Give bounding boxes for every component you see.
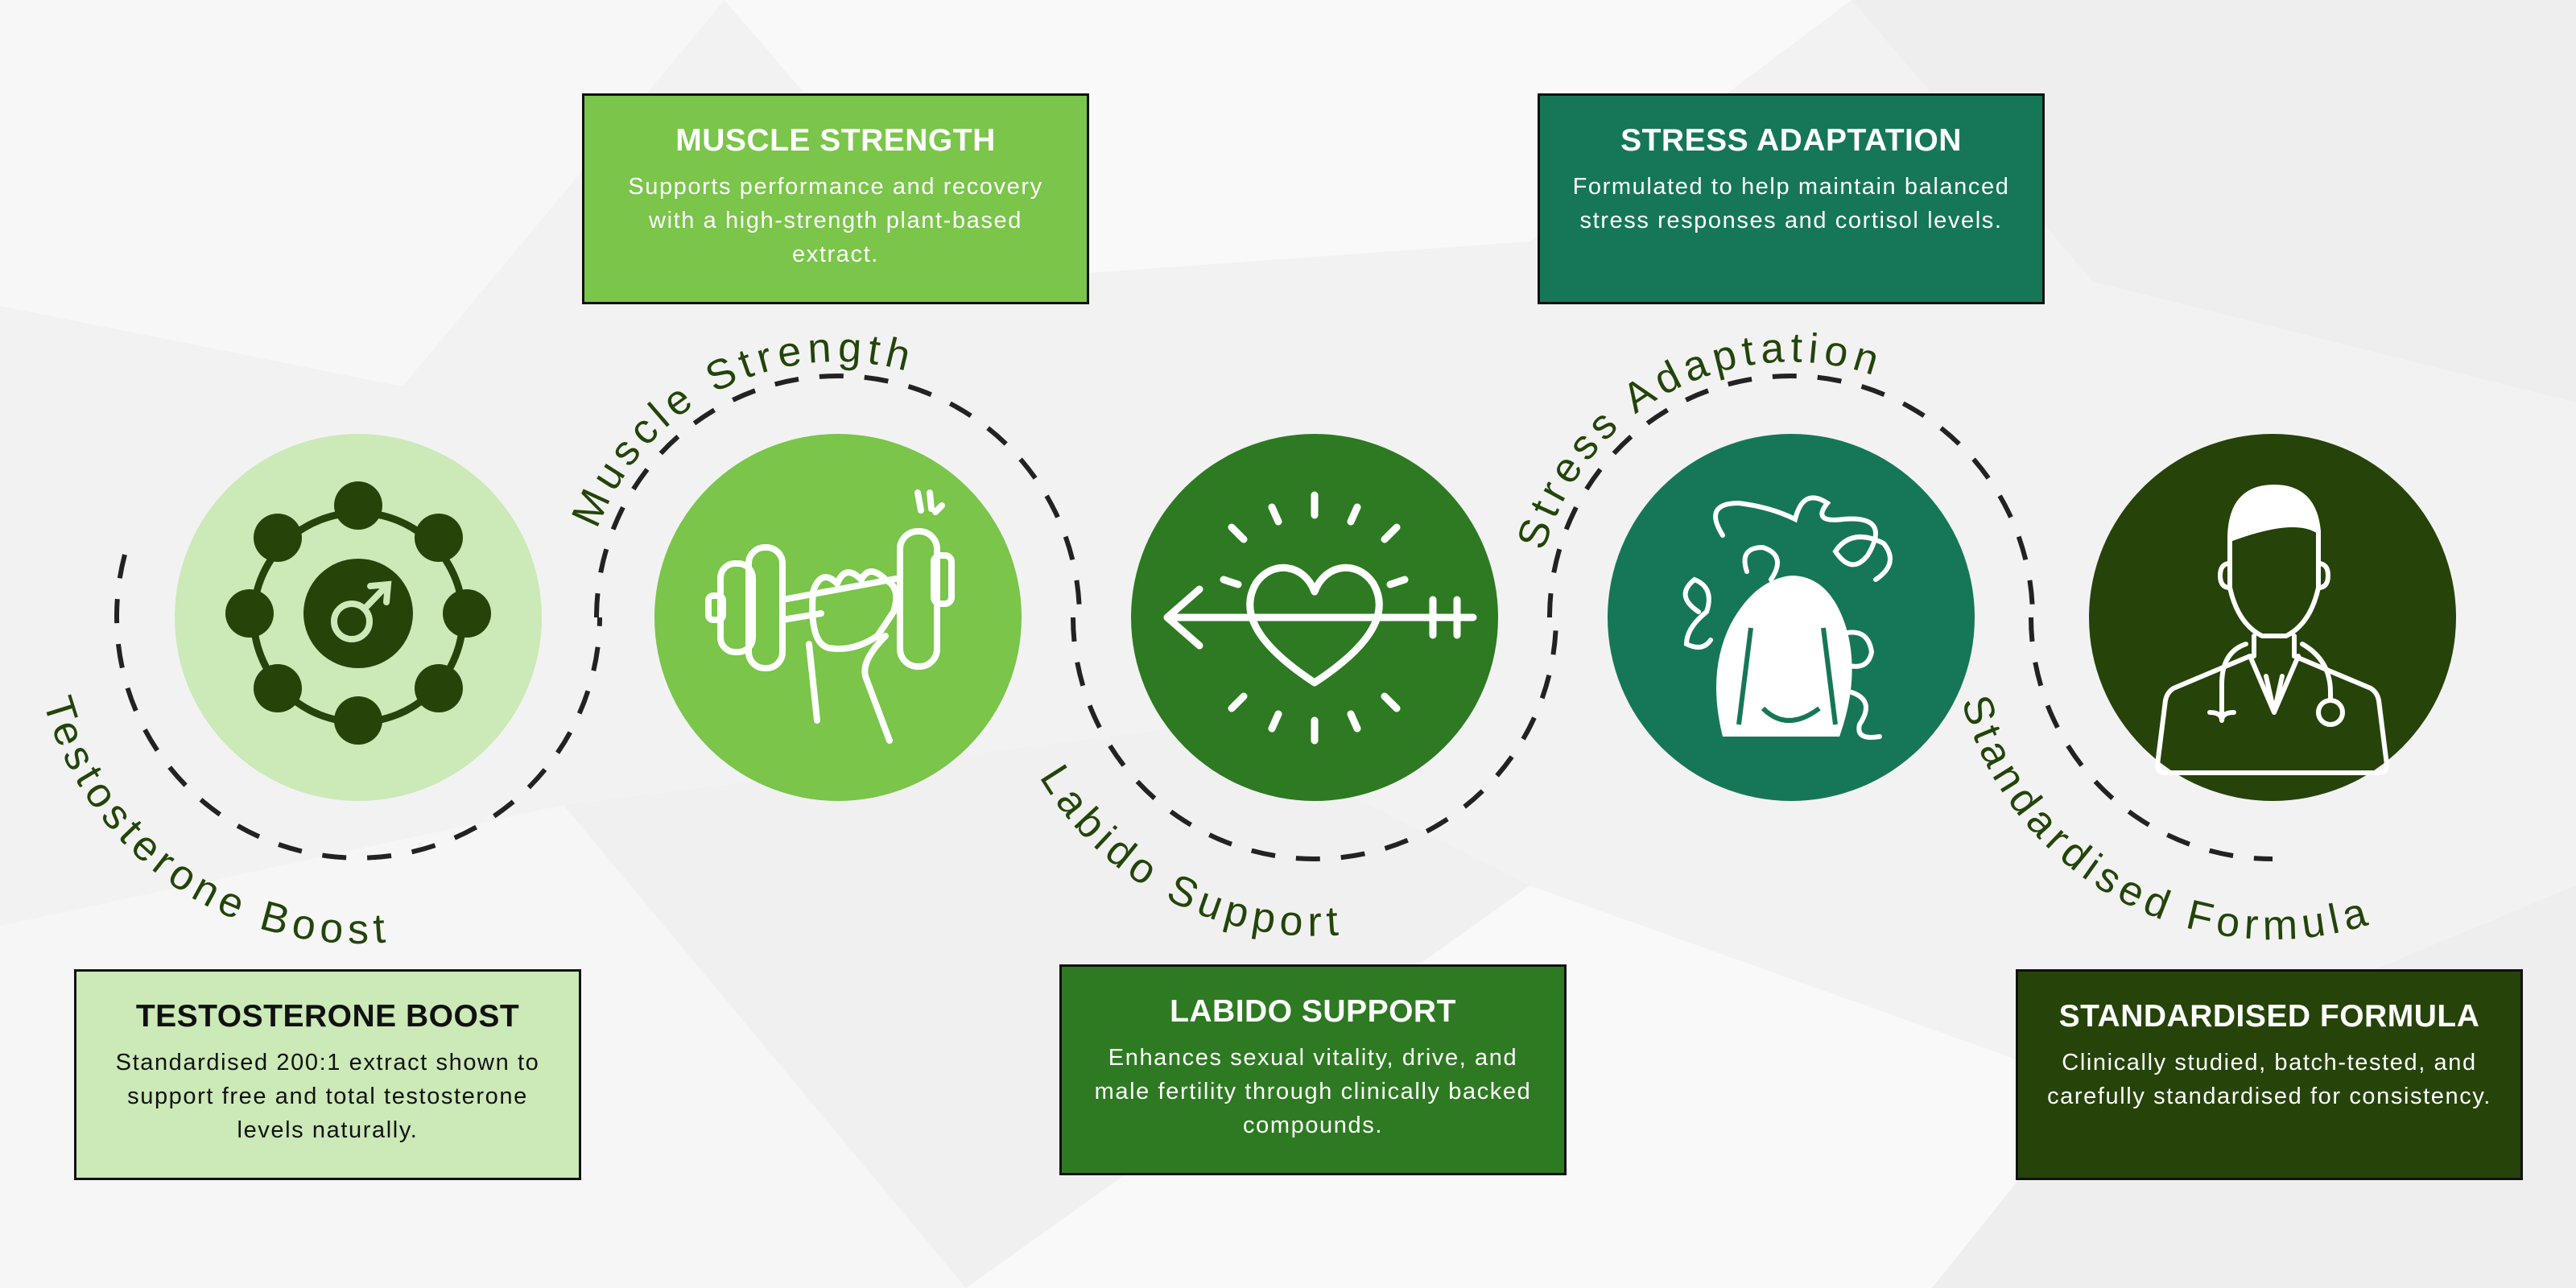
card-text: Clinically studied, batch-tested, and ca… xyxy=(2047,1050,2491,1109)
stressed-person-icon xyxy=(1682,495,1893,740)
muscle-circle xyxy=(654,434,1022,801)
dashed-wave-path xyxy=(114,374,2273,861)
card-text: Standardised 200:1 extract shown to supp… xyxy=(115,1050,540,1143)
standardised-circle xyxy=(2089,434,2456,801)
card-title: LABIDO SUPPORT xyxy=(1170,994,1456,1029)
labido-support-card: LABIDO SUPPORT Enhances sexual vitality,… xyxy=(1059,964,1567,1175)
card-title: STANDARDISED FORMULA xyxy=(2058,999,2480,1034)
card-title: TESTOSTERONE BOOST xyxy=(135,999,520,1034)
stress-adaptation-card: STRESS ADAPTATION Formulated to help mai… xyxy=(1538,93,2045,304)
muscle-strength-card: MUSCLE STRENGTH Supports performance and… xyxy=(582,93,1089,304)
male-symbol-molecule-icon xyxy=(225,481,491,745)
card-text: Enhances sexual vitality, drive, and mal… xyxy=(1094,1045,1532,1138)
doctor-icon xyxy=(2155,485,2389,775)
card-title: MUSCLE STRENGTH xyxy=(675,123,996,158)
labido-circle xyxy=(1131,434,1498,801)
card-text: Formulated to help maintain balanced str… xyxy=(1572,174,2010,233)
testosterone-boost-card: TESTOSTERONE BOOST Standardised 200:1 ex… xyxy=(74,969,581,1180)
standardised-formula-card: STANDARDISED FORMULA Clinically studied,… xyxy=(2016,969,2523,1180)
card-text: Supports performance and recovery with a… xyxy=(628,174,1043,267)
heart-arrow-icon xyxy=(1163,491,1477,745)
dumbbell-fist-icon xyxy=(705,489,955,744)
testosterone-circle xyxy=(175,434,542,801)
stress-circle xyxy=(1608,434,1975,801)
card-title: STRESS ADAPTATION xyxy=(1620,123,1962,158)
